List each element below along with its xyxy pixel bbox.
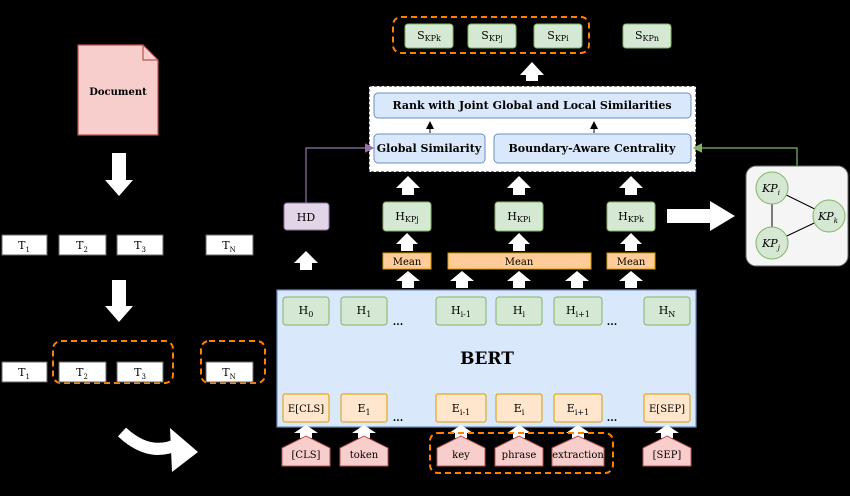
graph-node-kpk: KPk <box>817 210 838 225</box>
input-token-phrase: phrase <box>502 450 537 461</box>
ellipsis: ... <box>607 317 617 328</box>
token-t1: T1 <box>18 239 30 254</box>
input-token-key: key <box>452 450 470 461</box>
up-arrow-icon <box>352 425 376 438</box>
up-arrow-icon <box>450 271 474 288</box>
h-kpi: HKPi <box>507 210 531 224</box>
right-arrow-icon <box>667 201 735 231</box>
score-kpi: SKPi <box>547 29 569 43</box>
hidden-hi: Hi <box>513 304 526 319</box>
token-row-1: T1 T2 T3 TN <box>1 234 254 256</box>
up-arrow-icon <box>508 233 530 251</box>
up-arrow-icon <box>396 176 420 195</box>
up-arrow-icon <box>619 271 643 288</box>
mean-label-3: Mean <box>617 257 646 268</box>
hidden-h1: H1 <box>357 304 372 319</box>
up-arrow-icon <box>620 233 642 251</box>
hidden-states: H0 H1 Hi-1 Hi Hi+1 HN ... ... <box>282 296 691 328</box>
token-t3: T3 <box>134 366 146 381</box>
token-tn: TN <box>222 366 235 381</box>
ranking-box: Rank with Joint Global and Local Similar… <box>368 85 697 173</box>
up-arrow-icon <box>449 425 473 438</box>
up-arrow-icon <box>507 425 531 438</box>
curved-arrow-icon <box>117 427 198 472</box>
up-arrow-icon <box>396 233 418 251</box>
up-arrow-icon <box>566 425 590 438</box>
document-label: Document <box>89 87 147 98</box>
graph-node-kpi: KPi <box>761 182 780 197</box>
input-token-extraction: extraction <box>552 450 604 461</box>
score-kpk: SKPk <box>417 29 441 43</box>
embedding-ei: Ei <box>514 402 525 417</box>
input-tokens: [CLS] token key phrase extraction [SEP] <box>281 432 692 474</box>
hd-box: HD <box>283 143 375 231</box>
up-arrow-icon <box>294 425 318 438</box>
token-row-2: T1 T2 T3 TN <box>1 340 266 384</box>
down-arrow-icon <box>105 280 133 322</box>
token-t1: T1 <box>18 366 30 381</box>
hidden-hi+1: Hi+1 <box>566 304 590 319</box>
document-icon: Document <box>77 44 159 136</box>
kp-embeddings: HKPj HKPi HKPk <box>382 201 656 232</box>
bert-label: BERT <box>460 349 514 369</box>
global-similarity-label: Global Similarity <box>377 142 482 155</box>
input-token-cls: [CLS] <box>292 450 321 461</box>
token-t2: T2 <box>76 366 88 381</box>
embedding-cls: E[CLS] <box>288 404 324 415</box>
rank-label: Rank with Joint Global and Local Similar… <box>392 99 671 112</box>
up-arrow-icon <box>619 176 643 195</box>
input-token-token: token <box>350 450 379 461</box>
embedding-e1: E1 <box>357 402 370 417</box>
embedding-ei+1: Ei+1 <box>567 402 589 417</box>
boundary-aware-label: Boundary-Aware Centrality <box>508 142 676 155</box>
hidden-hn: HN <box>659 304 676 319</box>
up-arrow-icon <box>565 271 589 288</box>
graph-node-kpj: KPj <box>761 237 781 252</box>
up-arrow-icon <box>655 425 679 438</box>
mean-boxes: Mean Mean Mean <box>382 252 656 270</box>
hidden-h0: H0 <box>299 304 314 319</box>
h-kpk: HKPk <box>618 210 644 224</box>
ellipsis: ... <box>393 317 403 328</box>
scores-group: SKPk SKPj SKPi SKPn <box>392 16 672 54</box>
keyphrase-graph: KPi KPk KPj <box>745 165 849 267</box>
up-arrow-icon <box>507 271 531 288</box>
score-kpj: SKPj <box>481 29 502 43</box>
mean-label-1: Mean <box>393 257 422 268</box>
down-arrow-icon <box>105 153 133 196</box>
input-token-sep: [SEP] <box>653 450 682 461</box>
token-tn: TN <box>222 239 235 254</box>
embeddings: E[CLS] E1 Ei-1 Ei Ei+1 E[SEP] ... ... <box>282 393 691 424</box>
mean-label-2: Mean <box>505 257 534 268</box>
ellipsis: ... <box>393 413 403 424</box>
embedding-ei-1: Ei-1 <box>452 402 470 417</box>
h-kpj: HKPj <box>395 210 418 224</box>
hd-label: HD <box>297 211 316 224</box>
ellipsis: ... <box>607 413 617 424</box>
up-arrow-icon <box>294 251 318 270</box>
hidden-hi-1: Hi-1 <box>451 304 471 319</box>
embedding-sep: E[SEP] <box>649 404 685 415</box>
up-arrow-icon <box>396 271 420 288</box>
token-t2: T2 <box>76 239 88 254</box>
up-arrow-icon <box>507 176 531 195</box>
token-t3: T3 <box>134 239 146 254</box>
score-kpn: SKPn <box>635 29 659 43</box>
up-arrow-icon <box>520 62 544 81</box>
